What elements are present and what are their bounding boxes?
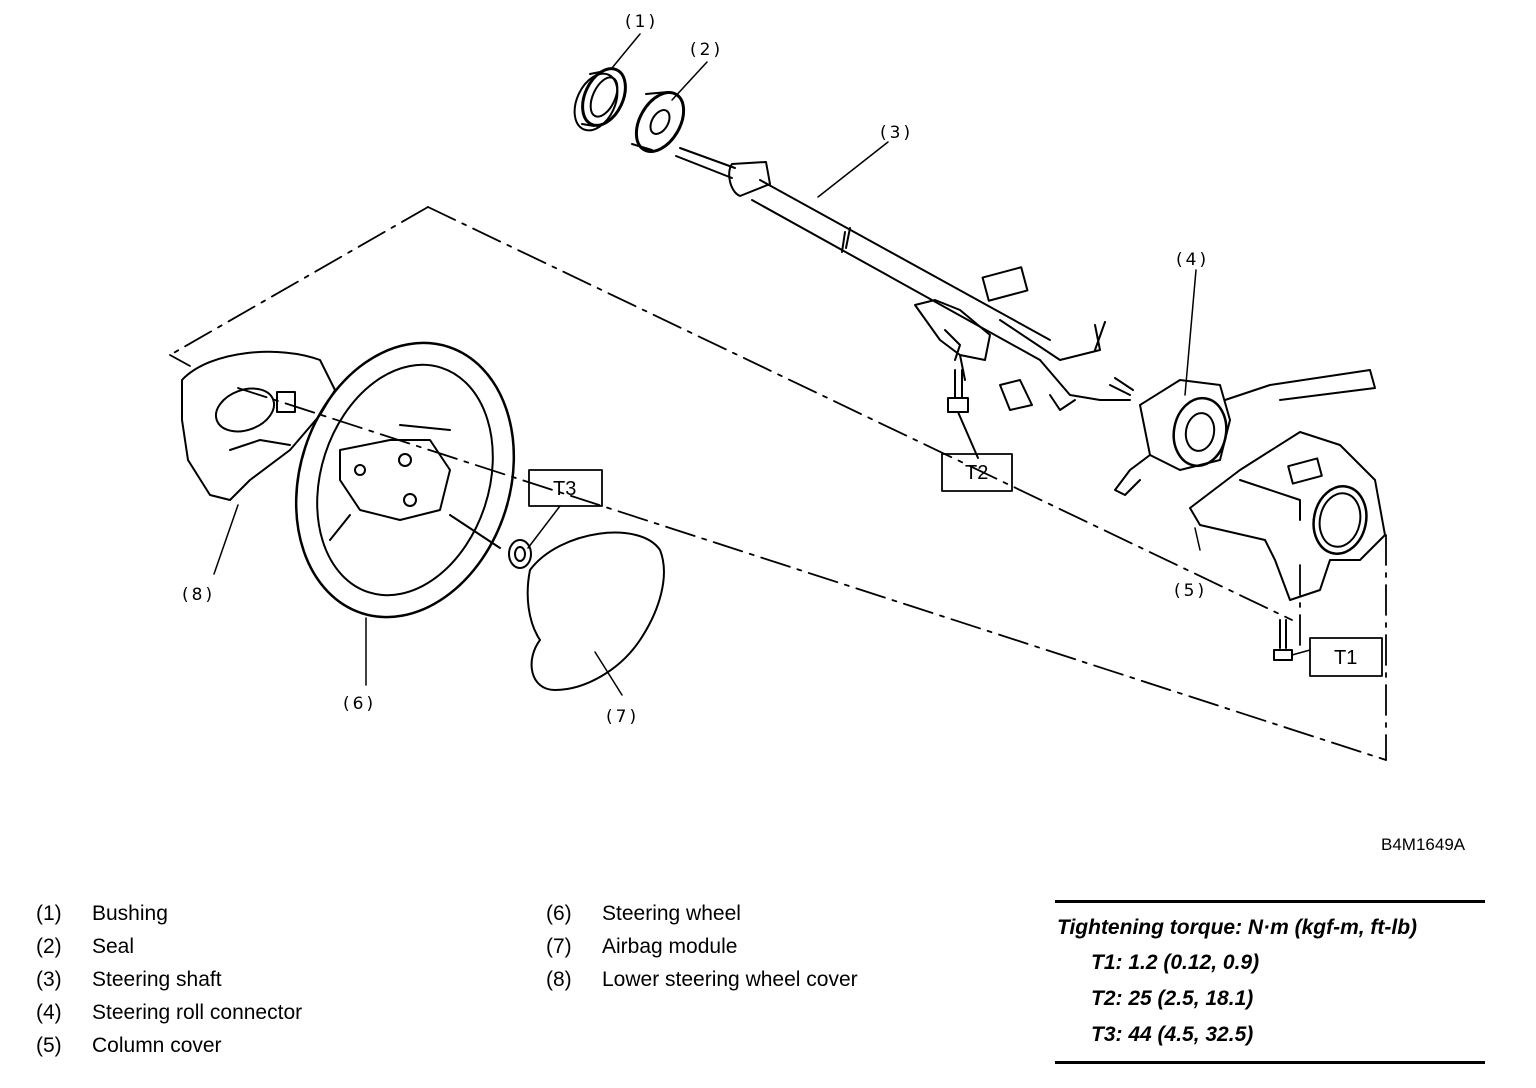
torque-spec-t1: T1: 1.2 (0.12, 0.9) <box>1091 951 1260 974</box>
t1-bolt <box>1273 619 1293 661</box>
torque-spec-title: Tightening torque: N·m (kgf-m, ft-lb) <box>1057 916 1418 939</box>
leader-lines <box>213 33 1311 696</box>
t3-box <box>528 469 603 507</box>
torque-spec-t3: T3: 44 (4.5, 32.5) <box>1091 1023 1254 1046</box>
legend-item: (2)Seal <box>36 935 135 958</box>
t2-box <box>941 453 1013 492</box>
legend-item: (7)Airbag module <box>546 935 738 958</box>
parts-legend-column-1: (1)Bushing (2)Seal (3)Steering shaft (4)… <box>36 897 302 1062</box>
parts-legend-column-2: (6)Steering wheel (7)Airbag module (8)Lo… <box>546 897 858 996</box>
legend-item: (6)Steering wheel <box>546 902 741 925</box>
legend-item: (8)Lower steering wheel cover <box>546 968 858 991</box>
steering-shaft-part <box>675 147 1134 411</box>
seal-part <box>631 91 686 153</box>
airbag-module-part <box>526 531 665 691</box>
legend-item: (1)Bushing <box>36 902 168 925</box>
t1-box <box>1309 637 1383 677</box>
callout-2: (2) <box>690 40 723 60</box>
legend-item: (3)Steering shaft <box>36 968 222 991</box>
t3-nut <box>508 539 532 569</box>
t1-label: T1 <box>1334 647 1357 669</box>
steering-roll-connector-part <box>1114 369 1376 496</box>
bushing-part <box>573 67 627 132</box>
alignment-lines <box>169 206 1387 761</box>
steering-wheel-part <box>294 341 516 619</box>
callout-8: (8) <box>182 585 215 605</box>
callout-1: (1) <box>625 12 658 32</box>
legend-item: (4)Steering roll connector <box>36 1001 303 1024</box>
lower-steering-wheel-cover-part <box>181 350 336 501</box>
callout-7: (7) <box>606 707 639 727</box>
torque-spec-box: Tightening torque: N·m (kgf-m, ft-lb) T1… <box>1055 900 1485 1064</box>
torque-spec-t2: T2: 25 (2.5, 18.1) <box>1091 987 1254 1010</box>
legend-item: (5)Column cover <box>36 1034 222 1057</box>
t2-bolt <box>947 369 979 459</box>
callout-3: (3) <box>880 123 913 143</box>
callout-4: (4) <box>1176 250 1209 270</box>
callout-5: (5) <box>1174 581 1207 601</box>
column-cover-part <box>1189 431 1386 601</box>
figure-id: B4M1649A <box>1381 835 1466 854</box>
t3-label: T3 <box>553 478 576 500</box>
t2-label: T2 <box>965 462 988 484</box>
callout-6: (6) <box>343 694 376 714</box>
